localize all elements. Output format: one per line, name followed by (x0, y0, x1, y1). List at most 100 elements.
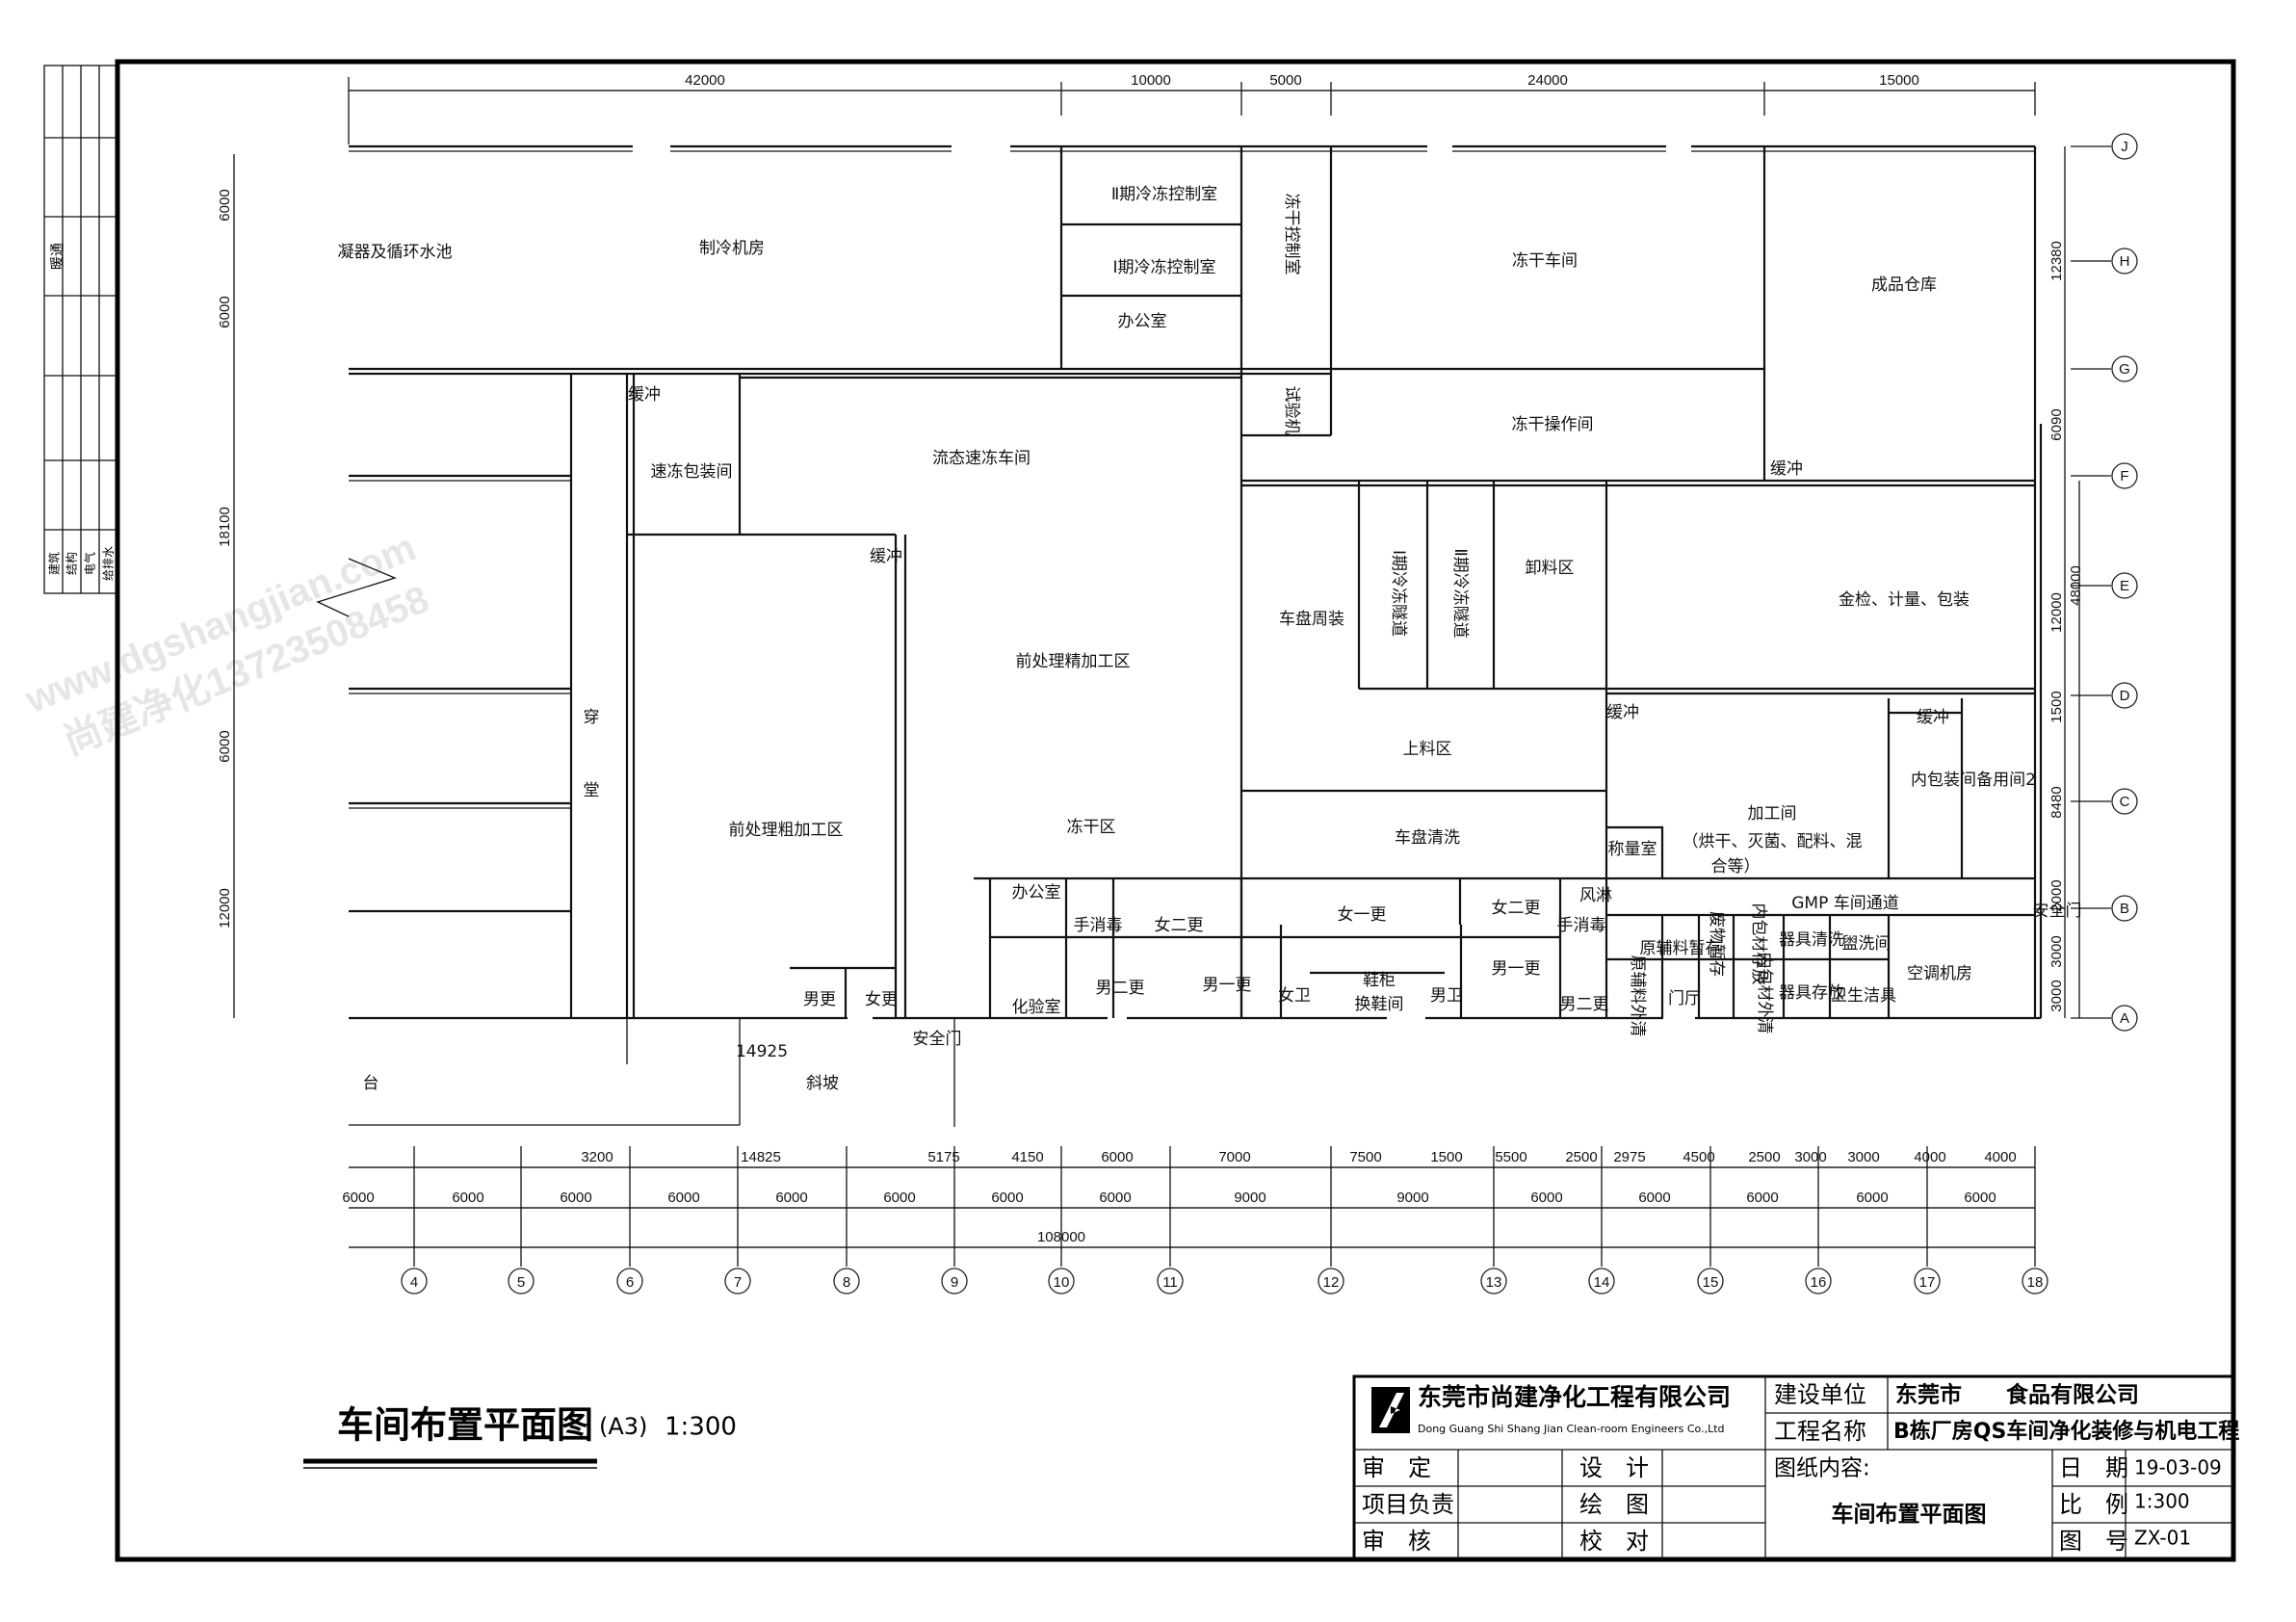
room-label: 凝器及循环水池 (338, 243, 453, 262)
date-label: 日 期 (2059, 1454, 2128, 1481)
room-label: 速冻包装间 (651, 462, 733, 482)
room-label: 冻干操作间 (1512, 415, 1594, 434)
axis-label-column: 17 (1919, 1274, 1936, 1291)
dimension-text: 10000 (1131, 72, 1171, 89)
company-logo-icon (1371, 1387, 1410, 1433)
room-label: 制冷机房 (699, 239, 765, 258)
axis-bubble (2111, 895, 2138, 922)
axis-label-column: 10 (1054, 1274, 1070, 1291)
drawing-no-value: ZX-01 (2134, 1527, 2191, 1550)
axis-bubble (2022, 1268, 2048, 1295)
dimension-text: 6000 (1746, 1190, 1778, 1206)
dimension-text: 4500 (1683, 1149, 1714, 1165)
axis-label-column: 6 (626, 1274, 634, 1291)
project-value: B栋厂房QS车间净化装修与机电工程 (1893, 1419, 2239, 1444)
axis-bubble (2111, 682, 2138, 709)
room-label: 穿 (584, 708, 600, 727)
axis-label-column: 13 (1486, 1274, 1502, 1291)
drawing-no-label: 图 号 (2059, 1528, 2128, 1555)
client-label: 建设单位 (1774, 1381, 1866, 1408)
dimension-text: 8480 (2048, 786, 2065, 818)
dimension-text: 6000 (1099, 1190, 1131, 1206)
axis-bubble (508, 1268, 535, 1295)
axis-label-column: 12 (1323, 1274, 1340, 1291)
room-label: 流态速冻车间 (932, 449, 1031, 468)
dimension-text: 3000 (1847, 1149, 1879, 1165)
room-label: 成品仓库 (1871, 275, 1937, 295)
dimension-text: 5500 (1495, 1149, 1526, 1165)
room-label: 男二更 (1560, 995, 1609, 1014)
room-label: 加工间 (1748, 804, 1797, 824)
dimension-text: 6000 (1101, 1149, 1133, 1165)
room-label: 缓冲 (628, 385, 661, 405)
company-name-cn: 东莞市尚建净化工程有限公司 (1418, 1383, 1731, 1411)
room-label: 女更 (865, 990, 898, 1009)
dimension-text: 6000 (1964, 1190, 1996, 1206)
axis-bubble (1157, 1268, 1184, 1295)
room-label: 卸料区 (1526, 559, 1575, 578)
room-label: 堂 (584, 781, 600, 800)
company-name-en: Dong Guang Shi Shang Jian Clean-room Eng… (1418, 1423, 1725, 1435)
room-label: 安全门 (913, 1030, 962, 1049)
dimension-text: 12000 (217, 888, 233, 929)
dimension-text: 9000 (1396, 1190, 1428, 1206)
room-label: 冻干区 (1067, 818, 1116, 837)
room-label: 合等） (1711, 857, 1761, 876)
room-label: 手消毒 (1557, 916, 1606, 935)
check-label: 校 对 (1579, 1528, 1649, 1555)
room-label: 男卫 (1430, 986, 1463, 1006)
client-value: 东莞市 食品有限公司 (1895, 1382, 2139, 1408)
axis-bubble (1588, 1268, 1615, 1295)
axis-label-column: 8 (843, 1274, 850, 1291)
stamp-struct: 结构 (65, 552, 79, 575)
room-label: 缓冲 (870, 547, 902, 566)
axis-label-row: E (2120, 578, 2129, 594)
dimension-text: 5175 (927, 1149, 959, 1165)
dimension-text: 4000 (1914, 1149, 1945, 1165)
dimension-text: 2500 (1748, 1149, 1780, 1165)
room-label: 车盘周装 (1279, 610, 1344, 629)
room-label: 男一更 (1203, 976, 1252, 995)
axis-label-row: D (2120, 688, 2130, 704)
drawing-title-scale: 1:300 (665, 1413, 737, 1442)
room-label: 换鞋间 (1355, 995, 1404, 1014)
design-label: 设 计 (1579, 1454, 1649, 1481)
room-label: 盥洗间 (1842, 934, 1892, 954)
stamp-elec: 电气 (83, 552, 97, 575)
project-label: 工程名称 (1774, 1418, 1866, 1445)
dimension-text: 6000 (667, 1190, 699, 1206)
axis-label-row: H (2120, 253, 2130, 270)
dimension-text: 2000 (2048, 879, 2065, 911)
room-label: （烘干、灭菌、配料、混 (1683, 832, 1863, 851)
axis-label-row: C (2120, 794, 2130, 810)
dimension-text: 6000 (217, 730, 233, 762)
drawing-title-name: 车间布置平面图 (337, 1404, 593, 1447)
room-label: Ⅰ期冷冻隧道 (1389, 550, 1408, 637)
axis-label-row: G (2119, 361, 2130, 378)
room-label: 备用间2 (1976, 771, 2036, 790)
dimension-text: 6000 (1638, 1190, 1670, 1206)
dimension-text: 6000 (452, 1190, 483, 1206)
room-label: 办公室 (1012, 883, 1061, 903)
axis-label-column: 16 (1811, 1274, 1827, 1291)
room-label: 斜坡 (806, 1074, 839, 1093)
room-label: 称量室 (1608, 840, 1657, 859)
room-label: 内包材存放 (1749, 903, 1768, 985)
stamp-water: 给排水 (102, 546, 116, 581)
axis-label-column: 14 (1594, 1274, 1610, 1291)
room-label: 女一更 (1338, 905, 1387, 925)
room-label: 男一更 (1492, 959, 1541, 979)
dimension-text: 6000 (342, 1190, 374, 1206)
axis-label-column: 18 (2027, 1274, 2044, 1291)
room-label: 女二更 (1492, 899, 1541, 918)
dimension-text: 2975 (1613, 1149, 1645, 1165)
content-value: 车间布置平面图 (1832, 1502, 1987, 1528)
dimension-text: 6000 (883, 1190, 915, 1206)
room-label: 内包装间 (1911, 771, 1976, 790)
axis-bubble (2111, 133, 2138, 160)
dimension-text: 12000 (2048, 592, 2065, 633)
room-label: Ⅱ期冷冻隧道 (1450, 548, 1470, 638)
room-label: 原辅料外清 (1628, 955, 1647, 1037)
axis-bubble (401, 1268, 428, 1295)
axis-label-column: 5 (517, 1274, 525, 1291)
